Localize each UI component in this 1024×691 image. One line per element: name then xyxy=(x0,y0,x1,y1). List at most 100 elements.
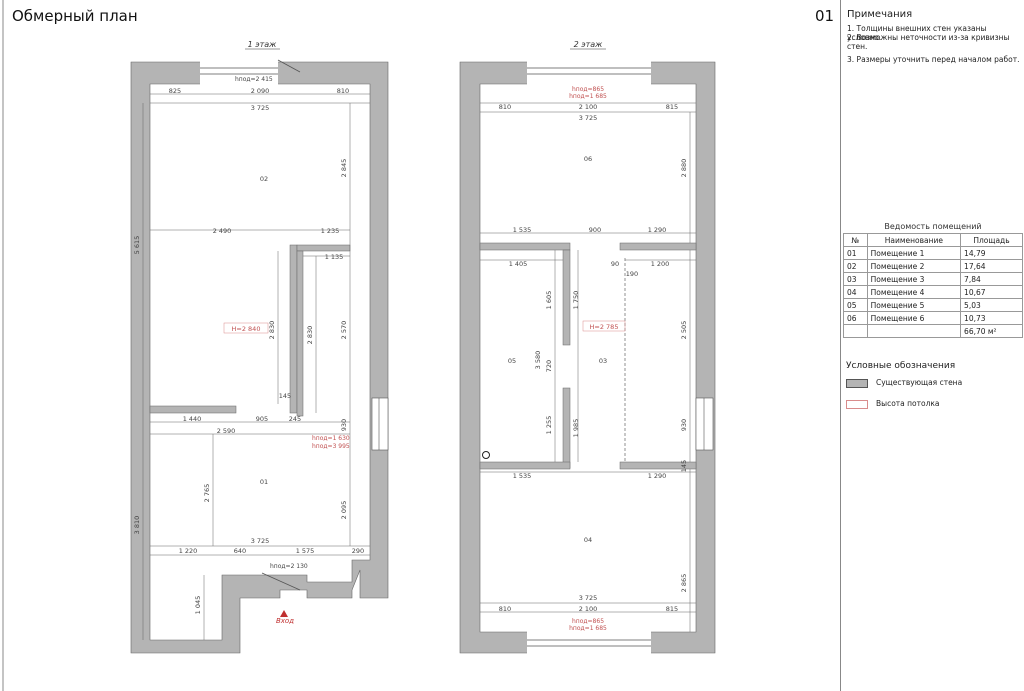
dim-label: 1 575 xyxy=(296,547,315,555)
col-header: Площадь xyxy=(960,233,1023,247)
table-cell: 14,79 xyxy=(960,246,1023,260)
dim-label: 2 765 xyxy=(203,484,211,503)
dim-label: 900 xyxy=(589,226,601,234)
dim-label: 145 xyxy=(279,392,291,400)
dim-label: 1 255 xyxy=(545,416,553,435)
table-cell: 03 xyxy=(843,272,868,286)
dim-label: 815 xyxy=(666,605,678,613)
dim-label: 930 xyxy=(340,419,348,431)
table-cell: Помещение 1 xyxy=(866,246,962,260)
window-top-height-2: hпод=1 685 xyxy=(569,93,607,100)
dim-label: 1 535 xyxy=(513,226,532,234)
dim-label: 3 725 xyxy=(251,104,270,112)
dim-label: 1 750 xyxy=(572,291,580,310)
window-height: hпод=2 415 xyxy=(235,76,273,83)
dim-label: 145 xyxy=(680,460,688,472)
total-area: 66,70 м² xyxy=(960,324,1023,338)
dim-label: 2 865 xyxy=(680,574,688,593)
sheet-title: Обмерный план xyxy=(12,7,138,25)
dim-label: 3 725 xyxy=(251,537,270,545)
dim-label: 2 590 xyxy=(217,427,236,435)
table-cell: Помещение 6 xyxy=(866,311,962,325)
dim-label: 2 845 xyxy=(340,159,348,178)
dim-label: 1 535 xyxy=(513,472,532,480)
table-cell: 5,03 xyxy=(960,298,1023,312)
window-bottom-height: hпод=865 xyxy=(572,618,604,625)
dim-label: 810 xyxy=(499,103,511,111)
notes-heading: Примечания xyxy=(847,9,913,20)
room-06-label: 06 xyxy=(584,155,592,163)
side-panel xyxy=(840,0,1024,691)
dim-label: 3 725 xyxy=(579,114,598,122)
table-cell: Помещение 3 xyxy=(866,272,962,286)
note-item: 1. Толщины внешних стен указаны условно. xyxy=(847,24,987,42)
room-02-label: 02 xyxy=(260,175,268,183)
table-cell: Помещение 4 xyxy=(866,285,962,299)
dim-label: 3 810 xyxy=(133,516,141,535)
table-cell: 02 xyxy=(843,259,868,273)
dim-label: 1 985 xyxy=(572,419,580,438)
table-cell: 01 xyxy=(843,246,868,260)
legend-wall: Существующая стена xyxy=(846,378,962,388)
sheet-number: 01 xyxy=(815,7,835,25)
dim-label: 640 xyxy=(234,547,246,555)
dim-label: 2 095 xyxy=(340,501,348,520)
ceiling-swatch xyxy=(846,399,868,409)
table-total-row: 66,70 м² xyxy=(843,324,1023,338)
table-cell: 17,64 xyxy=(960,259,1023,273)
dim-label: 1 235 xyxy=(321,227,340,235)
floor-1-walls xyxy=(130,61,389,654)
dim-label: 815 xyxy=(666,103,678,111)
table-cell: 7,84 xyxy=(960,272,1023,286)
dim-label: 2 880 xyxy=(680,159,688,178)
rooms-table-caption: Ведомость помещений xyxy=(884,222,982,231)
dim-label: 2 830 xyxy=(306,326,314,345)
dim-label: 1 220 xyxy=(179,547,198,555)
dim-label: 2 090 xyxy=(251,87,270,95)
ceiling-height-1: H=2 840 xyxy=(232,325,261,333)
dim-label: 810 xyxy=(337,87,349,95)
wall-swatch xyxy=(846,378,868,388)
room-04-label: 04 xyxy=(584,536,592,544)
dim-label: 810 xyxy=(499,605,511,613)
floor-2-walls xyxy=(459,61,716,654)
dim-label: 1 290 xyxy=(648,472,667,480)
table-cell: Существующая стена xyxy=(876,378,963,387)
entrance-arrow-icon xyxy=(280,610,288,617)
rooms-table: Ведомость помещений № Наименование Площа… xyxy=(843,220,1023,338)
table-cell: 04 xyxy=(843,285,868,299)
dim-label: 1 045 xyxy=(194,596,202,615)
dim-label: 2 570 xyxy=(340,321,348,340)
table-cell: 06 xyxy=(843,311,868,325)
dim-label: 2 505 xyxy=(680,321,688,340)
table-cell: 10,67 xyxy=(960,285,1023,299)
entry-height: hпод=2 130 xyxy=(270,563,308,570)
dim-label: 2 490 xyxy=(213,227,232,235)
window-top-height: hпод=865 xyxy=(572,86,604,93)
room-05-label: 05 xyxy=(508,357,516,365)
dim-label: 190 xyxy=(626,270,638,278)
dim-label: 825 xyxy=(169,87,181,95)
col-header: Наименование xyxy=(866,233,962,247)
floor-2-plan: 810 2 100 815 3 725 2 880 1 535 900 1 29… xyxy=(459,40,716,656)
floor-1-label: 1 этаж xyxy=(248,40,278,49)
dim-label: 1 605 xyxy=(545,291,553,310)
dim-label: 3 725 xyxy=(579,594,598,602)
note-item: 2. Возможны неточности из-за кривизны ст… xyxy=(847,33,1010,51)
legend-ceiling: Высота потолка xyxy=(846,399,940,409)
floor-1-plan: 825 2 090 810 3 725 2 845 5 615 2 490 1 … xyxy=(130,40,389,654)
dim-label: 5 615 xyxy=(133,236,141,255)
plans-drawing: 825 2 090 810 3 725 2 845 5 615 2 490 1 … xyxy=(2,0,716,691)
dim-label: 2 830 xyxy=(268,321,276,340)
note-item: 3. Размеры уточнить перед началом работ. xyxy=(847,55,1020,64)
dim-label: 2 100 xyxy=(579,103,598,111)
room-01-label: 01 xyxy=(260,478,268,486)
dim-label: 1 405 xyxy=(509,260,528,268)
dim-label: 290 xyxy=(352,547,364,555)
floor-2-label: 2 этаж xyxy=(574,40,604,49)
dim-label: 90 xyxy=(611,260,619,268)
